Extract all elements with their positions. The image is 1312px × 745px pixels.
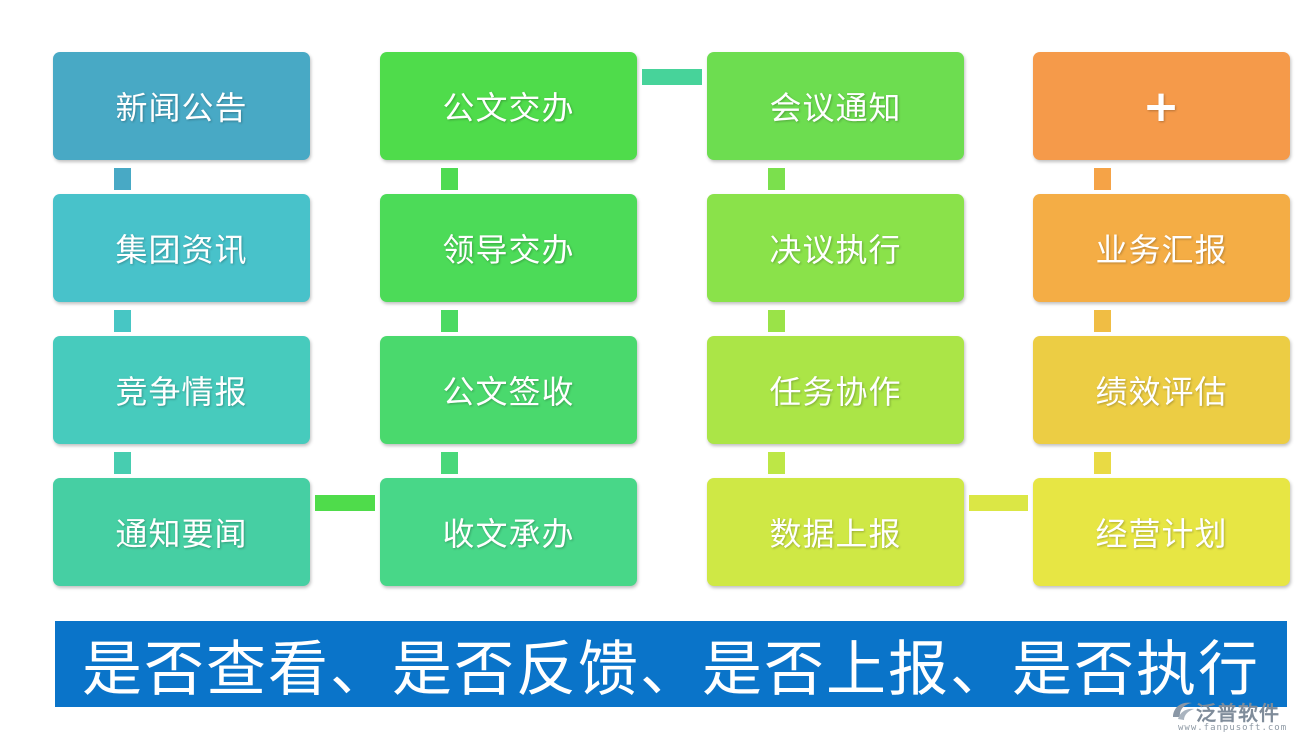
box-document-signoff: 公文签收 — [380, 336, 637, 444]
vertical-connector — [114, 452, 131, 474]
box-task-collaboration: 任务协作 — [707, 336, 964, 444]
box-business-plan: 经营计划 — [1033, 478, 1290, 586]
vertical-connector — [441, 168, 458, 190]
box-document-assignment: 公文交办 — [380, 52, 637, 160]
vertical-connector — [441, 452, 458, 474]
brand-logo: 泛普软件 www.fanpusoft.com — [1170, 697, 1302, 737]
vertical-connector — [1094, 168, 1111, 190]
box-incoming-handling: 收文承办 — [380, 478, 637, 586]
box-resolution-execution: 决议执行 — [707, 194, 964, 302]
box-business-report: 业务汇报 — [1033, 194, 1290, 302]
vertical-connector — [114, 310, 131, 332]
vertical-connector — [114, 168, 131, 190]
horizontal-connector-col2-col3 — [642, 69, 702, 85]
box-performance-review: 绩效评估 — [1033, 336, 1290, 444]
vertical-connector — [768, 310, 785, 332]
horizontal-connector-col3-col4 — [969, 495, 1028, 511]
box-news-announcement: 新闻公告 — [53, 52, 310, 160]
logo-name: 泛普软件 — [1196, 701, 1280, 725]
box-data-reporting: 数据上报 — [707, 478, 964, 586]
box-plus: + — [1033, 52, 1290, 160]
vertical-connector — [441, 310, 458, 332]
vertical-connector — [1094, 452, 1111, 474]
box-group-news: 集团资讯 — [53, 194, 310, 302]
vertical-connector — [1094, 310, 1111, 332]
box-leader-assignment: 领导交办 — [380, 194, 637, 302]
vertical-connector — [768, 452, 785, 474]
summary-banner: 是否查看、是否反馈、是否上报、是否执行 — [55, 621, 1287, 707]
box-meeting-notice: 会议通知 — [707, 52, 964, 160]
box-notice-news: 通知要闻 — [53, 478, 310, 586]
box-competitive-intel: 竞争情报 — [53, 336, 310, 444]
horizontal-connector-col1-col2 — [315, 495, 375, 511]
logo-url: www.fanpusoft.com — [1178, 723, 1288, 733]
vertical-connector — [768, 168, 785, 190]
logo-swirl-icon — [1173, 702, 1194, 720]
